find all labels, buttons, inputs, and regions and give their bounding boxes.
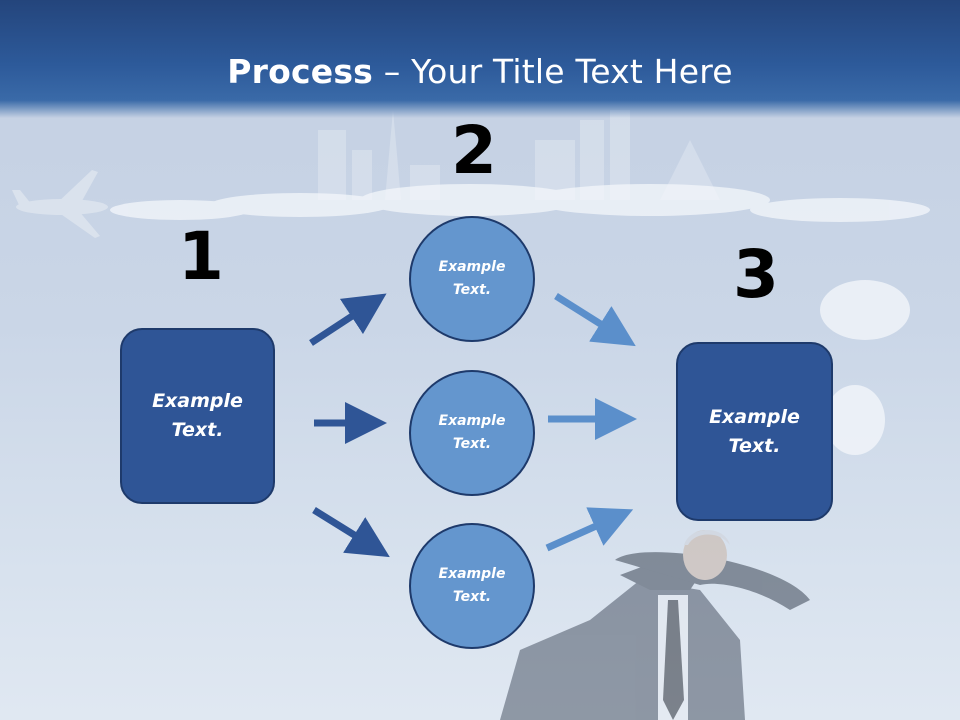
right-box: Example Text. [676, 342, 833, 521]
right-box-text: Example Text. [709, 405, 800, 457]
title-bold: Process [227, 52, 374, 91]
circle-bottom-text: Example Text. [438, 566, 506, 605]
circle-middle: Example Text. [409, 370, 535, 496]
step-number-2: 2 [451, 112, 497, 189]
circle-bottom: Example Text. [409, 523, 535, 649]
title-banner [0, 0, 960, 118]
airplane-icon [12, 170, 108, 238]
arrow-top-to-right [554, 293, 636, 347]
businessman-figure [500, 530, 810, 720]
left-box-text: Example Text. [152, 390, 243, 441]
arrow-left-to-top [309, 293, 387, 346]
title-rest: – Your Title Text Here [373, 52, 733, 91]
circle-top-text: Example Text. [438, 259, 506, 298]
slide-title: Process – Your Title Text Here [0, 52, 960, 91]
cloud-trail [110, 184, 930, 455]
arrow-bottom-to-right [545, 507, 634, 552]
circle-top: Example Text. [409, 216, 535, 342]
circle-middle-text: Example Text. [438, 413, 506, 452]
left-box: Example Text. [120, 328, 275, 504]
arrow-left-to-bottom [312, 507, 390, 558]
step-number-3: 3 [733, 236, 779, 313]
step-number-1: 1 [178, 218, 224, 295]
